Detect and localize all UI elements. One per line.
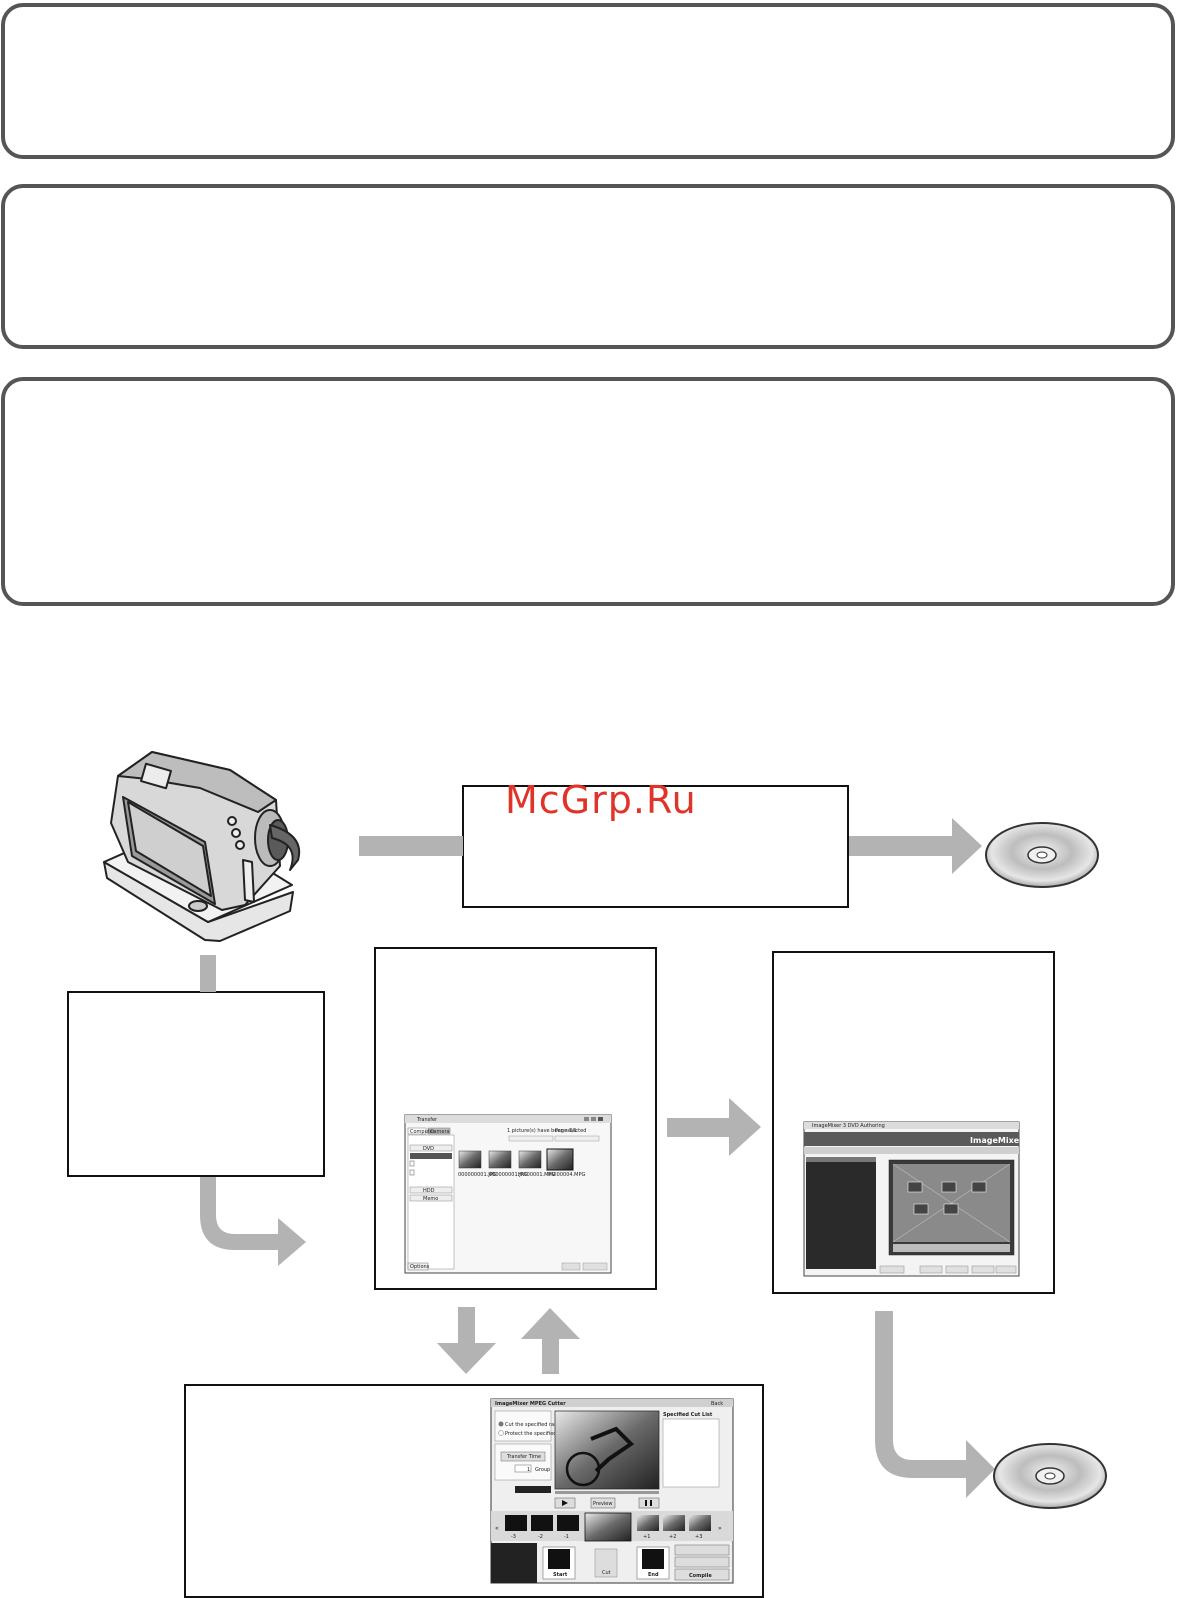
transfer-file-3: HVI00001.MPG	[518, 1172, 555, 1178]
authoring-brand: ImageMixer 3	[970, 1136, 1031, 1145]
flow-arrows	[200, 818, 995, 1498]
cutter-back-button: Back	[711, 1401, 723, 1407]
cutter-interval-unit: Group	[535, 1467, 550, 1473]
top-panel-1	[1, 3, 1175, 159]
transfer-page-text: Page 1/1	[555, 1128, 577, 1134]
arrow-box-to-disc-top	[849, 818, 982, 874]
cutter-end-label: End	[648, 1572, 659, 1578]
cutter-screenshot: ImageMixer MPEG Cutter Back Cut the spec…	[490, 1398, 734, 1584]
cutter-thumb-p1: +1	[643, 1534, 650, 1540]
disc-top-icon	[985, 822, 1099, 888]
cutter-preview-button: Preview	[593, 1501, 612, 1507]
arrow-camera-down	[200, 955, 216, 992]
transfer-tab-camera: Camera	[430, 1129, 450, 1135]
arrow-up-from-cutter	[521, 1308, 580, 1374]
transfer-screenshot: Transfer Computer Camera DVD HDD Memo 1 …	[404, 1114, 612, 1274]
transfer-tab-computer: Computer	[410, 1129, 436, 1135]
arrow-elbow-to-transfer	[200, 1177, 306, 1266]
cutter-radio-protect: Protect the specified range	[505, 1431, 573, 1437]
cutter-thumb-m1: -1	[564, 1534, 569, 1540]
watermark-text: McGrp.Ru	[505, 778, 697, 822]
cutter-thumb-p2: +2	[669, 1534, 676, 1540]
transfer-options-button: Options	[410, 1264, 430, 1270]
transfer-side-dvd: DVD	[423, 1146, 434, 1152]
cutter-transfer-time-button: Transfer Time	[506, 1454, 541, 1460]
cutter-compile-button: Compile	[689, 1573, 712, 1579]
authoring-screenshot: ImageMixer 3 DVD Authoring ImageMixer 3	[803, 1121, 1031, 1277]
arrow-down-to-cutter	[437, 1307, 496, 1374]
camcorder-icon	[103, 751, 301, 942]
arrow-transfer-to-authoring	[667, 1098, 761, 1156]
transfer-file-1: 000000001.JPG	[458, 1172, 497, 1178]
top-panel-3	[1, 377, 1175, 606]
arrow-camera-to-box	[359, 836, 463, 856]
authoring-window-title: ImageMixer 3 DVD Authoring	[812, 1123, 885, 1129]
cutter-prev-arrow: «	[495, 1525, 499, 1532]
cutter-title: ImageMixer MPEG Cutter	[495, 1401, 566, 1407]
arrow-authoring-to-disc	[875, 1311, 995, 1498]
transfer-side-hdd: HDD	[423, 1188, 435, 1194]
top-panel-2	[1, 184, 1175, 349]
cutter-radio-cut: Cut the specified range	[505, 1422, 564, 1428]
cutter-thumb-m2: -2	[538, 1534, 543, 1540]
cutter-interval-value: 1	[527, 1467, 530, 1473]
disc-bottom-icon	[993, 1443, 1107, 1509]
transfer-status-text: 1 picture(s) have been selected	[507, 1128, 586, 1134]
cutter-thumb-p3: +3	[695, 1534, 702, 1540]
connection-note-box	[67, 991, 325, 1177]
cutter-cut-label: Cut	[602, 1570, 611, 1576]
transfer-file-2: 000000001.JPG	[489, 1172, 528, 1178]
direct-write-box	[462, 785, 849, 908]
transfer-side-memo: Memo	[423, 1196, 438, 1202]
cutter-thumb-m3: -3	[511, 1534, 516, 1540]
cutter-start-label: Start	[553, 1572, 568, 1578]
cutter-next-arrow: »	[718, 1525, 722, 1532]
cutter-cut-list-label: Specified Cut List	[663, 1412, 713, 1418]
transfer-file-4: HVI00004.MPG	[548, 1172, 585, 1178]
transfer-thumbnails	[458, 1148, 574, 1171]
cutter-timecode: 00:00:00	[521, 1488, 543, 1494]
transfer-window-title: Transfer	[416, 1117, 438, 1123]
